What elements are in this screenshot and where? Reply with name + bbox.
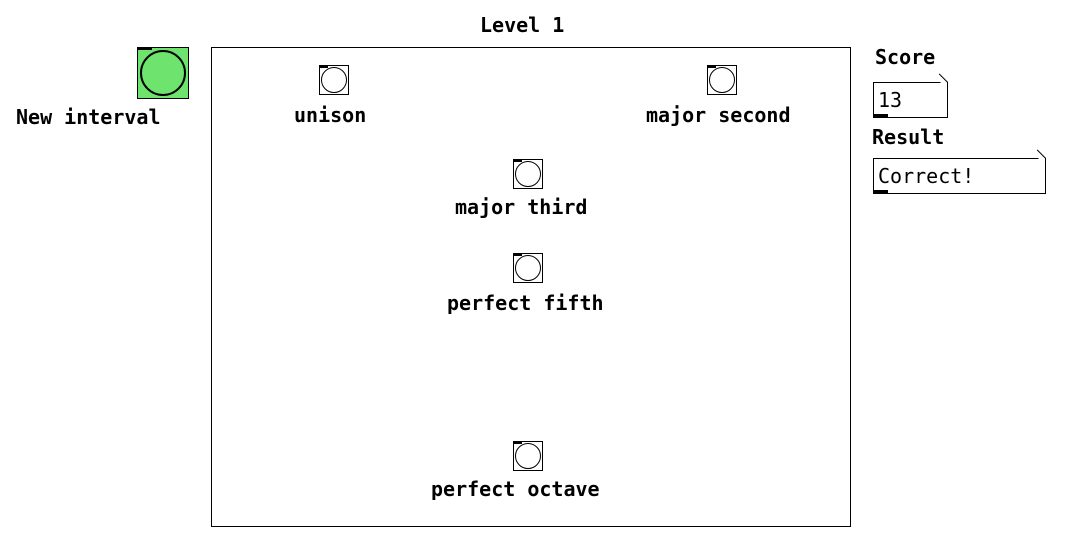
result-label: Result xyxy=(872,125,945,149)
bang-circle-icon xyxy=(515,443,541,469)
perfect-octave-label: perfect octave xyxy=(431,477,600,501)
interval-canvas xyxy=(211,47,851,527)
score-number-box[interactable]: 13 xyxy=(873,73,949,118)
bang-circle-icon xyxy=(140,50,186,96)
bang-circle-icon xyxy=(515,255,541,281)
result-value: Correct! xyxy=(878,164,975,188)
major-second-label: major second xyxy=(646,103,791,127)
level-title: Level 1 xyxy=(480,13,565,37)
score-value: 13 xyxy=(878,88,903,112)
unison-label: unison xyxy=(294,103,367,127)
new-interval-label: New interval xyxy=(16,105,161,129)
perfect-octave-button[interactable] xyxy=(513,441,543,471)
perfect-fifth-label: perfect fifth xyxy=(447,291,604,315)
score-label: Score xyxy=(875,45,936,69)
bang-circle-icon xyxy=(515,161,541,187)
bang-circle-icon xyxy=(709,67,735,93)
major-third-button[interactable] xyxy=(513,159,543,189)
perfect-fifth-button[interactable] xyxy=(513,253,543,283)
major-third-label: major third xyxy=(455,195,588,219)
major-second-button[interactable] xyxy=(707,65,737,95)
result-symbol-box[interactable]: Correct! xyxy=(873,149,1047,194)
bang-circle-icon xyxy=(321,67,347,93)
new-interval-button[interactable] xyxy=(137,47,189,99)
unison-button[interactable] xyxy=(319,65,349,95)
